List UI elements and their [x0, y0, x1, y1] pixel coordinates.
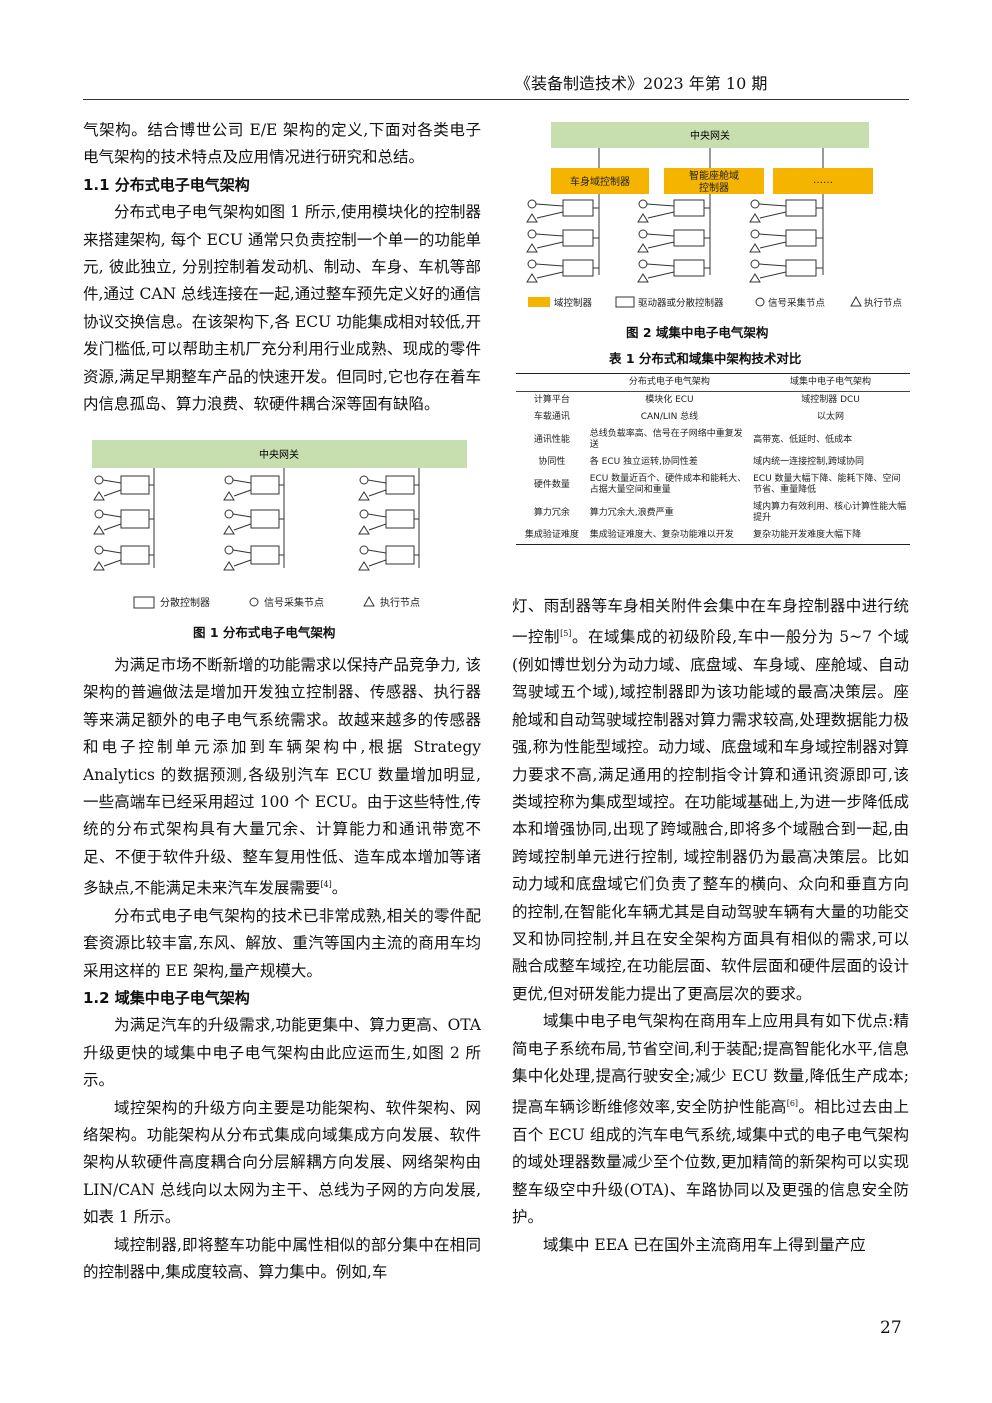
paragraph: 为满足汽车的升级需求,功能更集中、算力更高、OTA 升级更快的域集中电子电气架构… — [83, 1016, 481, 1090]
journal-header: 《装备制造技术》2023 年第 10 期 — [515, 74, 768, 93]
domain2-label-b: 控制器 — [699, 181, 729, 194]
paragraph: 分布式电子电气架构如图 1 所示,使用模块化的控制器来搭建架构, 每个 ECU … — [83, 203, 481, 414]
domain1-label: 车身域控制器 — [570, 175, 630, 188]
table-header — [516, 373, 588, 392]
legend-ecu: 分散控制器 — [160, 596, 210, 609]
table-row: 通讯性能总线负载率高、信号在子网络中重复发送高带宽、低延时、低成本 — [533, 429, 853, 450]
domain2-label-a: 智能座舱域 — [689, 169, 739, 182]
table-header: 域集中电子电气架构 — [751, 373, 910, 392]
paragraph: 域控架构的升级方向主要是功能架构、软件架构、网络架构。功能架构从分布式集成向域集… — [83, 1098, 481, 1227]
table-row: 协同性各 ECU 独立运转,协同性差域内统一连接控制,跨域协同 — [538, 457, 864, 467]
table-1-caption: 表 1 分布式和域集中架构技术对比 — [609, 351, 802, 366]
paragraph: 域集中 EEA 已在国外主流商用车上得到量产应 — [543, 1235, 866, 1254]
domain-controller-other — [773, 168, 873, 194]
left-column-top: 气架构。结合博世公司 E/E 架构的定义,下面对各类电子电气架构的技术特点及应用… — [83, 117, 481, 418]
gateway-label: 中央网关 — [259, 448, 299, 461]
paragraph: 气架构。结合博世公司 E/E 架构的定义,下面对各类电子电气架构的技术特点及应用… — [83, 121, 481, 167]
section-heading-1-2: 1.2 域集中电子电气架构 — [83, 989, 250, 1008]
left-column-bottom: 为满足市场不断新增的功能需求以保持产品竞争力, 该架构的普遍做法是增加开发独立控… — [83, 652, 481, 1287]
legend-domain-swatch — [528, 297, 550, 307]
paragraph: 为满足市场不断新增的功能需求以保持产品竞争力, 该架构的普遍做法是增加开发独立控… — [83, 656, 481, 898]
right-column: 灯、雨刮器等车身相关附件会集中在车身控制器中进行统一控制[5]。在域集成的初级阶… — [512, 593, 909, 1259]
figure-2-diagram: 中央网关 车身域控制器 智能座舱域 控制器 …… — [526, 122, 903, 309]
legend-actuator: 执行节点 — [380, 596, 420, 609]
figure-1-diagram: 中央网关 — [92, 440, 467, 609]
page-number: 27 — [880, 1318, 902, 1338]
figure-2-caption: 图 2 域集中电子电气架构 — [626, 325, 769, 340]
paragraph: 域集中电子电气架构在商用车上应用具有如下优点:精简电子系统布局,节省空间,利于装… — [512, 1012, 909, 1227]
gateway-bar — [92, 440, 467, 468]
domain-controller-body — [551, 168, 649, 194]
figure-1-caption: 图 1 分布式电子电气架构 — [193, 625, 336, 640]
section-heading-1-1: 1.1 分布式电子电气架构 — [83, 175, 250, 194]
gateway-label: 中央网关 — [690, 129, 730, 142]
legend-ecu: 驱动器或分散控制器 — [638, 297, 724, 309]
figure-2: 中央网关 车身域控制器 智能座舱域 控制器 …… — [518, 120, 913, 316]
legend-actuator: 执行节点 — [864, 297, 903, 309]
domain-controller-cockpit — [664, 168, 764, 194]
header-rule — [83, 99, 909, 100]
paragraph: 域控制器,即将整车功能中属性相似的部分集中在相同的控制器中,集成度较高、算力集中… — [83, 1235, 481, 1282]
table-row: 算力冗余算力冗余大,浪费严重域内算力有效利用、核心计算性能大幅提升 — [533, 502, 907, 523]
figure-1: 中央网关 — [89, 438, 469, 614]
domain3-label: …… — [813, 175, 833, 186]
table-row: 集成验证难度集成验证难度大、复杂功能难以开发复杂功能开发难度大幅下降 — [516, 527, 910, 545]
paragraph: 分布式电子电气架构的技术已非常成熟,相关的零件配套资源比较丰富,东风、解放、重汽… — [83, 906, 481, 980]
gateway-bar — [551, 122, 869, 148]
paragraph: 灯、雨刮器等车身相关附件会集中在车身控制器中进行统一控制[5]。在域集成的初级阶… — [512, 597, 909, 1003]
legend-domain: 域控制器 — [554, 297, 593, 309]
table-header: 分布式电子电气架构 — [587, 373, 752, 392]
legend-sensor: 信号采集节点 — [768, 297, 826, 309]
legend-sensor: 信号采集节点 — [264, 596, 324, 609]
